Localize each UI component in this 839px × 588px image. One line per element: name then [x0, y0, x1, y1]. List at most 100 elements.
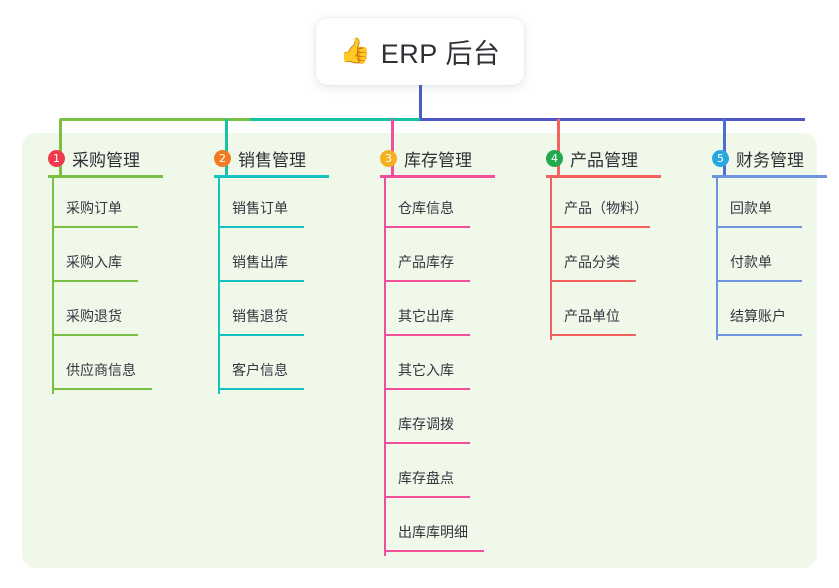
leaf-label: 回款单 — [730, 200, 772, 216]
leaf-spine — [52, 340, 54, 394]
leaf-label: 销售订单 — [232, 200, 288, 216]
column-badge-5: 5 — [712, 149, 729, 167]
column-badge-4: 4 — [546, 149, 563, 167]
leaf-item[interactable]: 销售退货 — [202, 286, 332, 340]
leaf-label: 采购订单 — [66, 200, 122, 216]
leaf-underline — [384, 334, 470, 336]
leaf-label: 库存盘点 — [398, 470, 454, 486]
leaf-underline — [716, 280, 802, 282]
leaf-underline — [218, 334, 304, 336]
leaf-label: 销售出库 — [232, 254, 288, 270]
leaf-item[interactable]: 结算账户 — [700, 286, 830, 340]
leaf-item[interactable]: 产品单位 — [534, 286, 664, 340]
leaf-item[interactable]: 出库库明细 — [368, 502, 498, 556]
leaf-item[interactable]: 客户信息 — [202, 340, 332, 394]
leaf-label: 产品库存 — [398, 254, 454, 270]
leaf-underline — [384, 442, 470, 444]
column-4: 4 产品管理产品（物料） 产品分类产品单位 — [534, 146, 661, 340]
leaf-label: 采购入库 — [66, 254, 122, 270]
leaf-label: 其它出库 — [398, 308, 454, 324]
column-title-2: 销售管理 — [238, 150, 306, 170]
column-underline-2 — [214, 175, 329, 178]
leaf-underline — [384, 226, 470, 228]
thumbs-up-icon: 👍 — [339, 37, 371, 65]
column-1: 1 采购管理采购订单采购入库采购退货供应商信息 — [36, 146, 163, 394]
leaf-underline — [52, 280, 138, 282]
column-title-1: 采购管理 — [72, 150, 140, 170]
leaf-spine — [550, 286, 552, 340]
column-title-3: 库存管理 — [404, 150, 472, 170]
leaf-label: 其它入库 — [398, 362, 454, 378]
column-underline-3 — [380, 175, 495, 178]
column-title-4: 产品管理 — [570, 150, 638, 170]
leaf-label: 产品单位 — [564, 308, 620, 324]
leaf-spine — [384, 232, 386, 286]
leaf-item[interactable]: 销售订单 — [202, 178, 332, 232]
column-underline-5 — [712, 175, 827, 178]
leaf-label: 付款单 — [730, 254, 772, 270]
leaf-item[interactable]: 回款单 — [700, 178, 830, 232]
leaf-item[interactable]: 其它出库 — [368, 286, 498, 340]
leaf-item[interactable]: 产品（物料） — [534, 178, 664, 232]
leaf-item[interactable]: 其它入库 — [368, 340, 498, 394]
leaf-spine — [218, 178, 220, 232]
column-underline-1 — [48, 175, 163, 178]
diagram-background-panel — [22, 133, 817, 568]
leaf-underline — [384, 280, 470, 282]
leaf-underline — [52, 388, 152, 390]
leaf-item[interactable]: 采购退货 — [36, 286, 166, 340]
leaf-label: 产品分类 — [564, 254, 620, 270]
leaf-underline — [384, 388, 470, 390]
leaf-label: 供应商信息 — [66, 362, 136, 378]
leaf-underline — [218, 388, 304, 390]
leaf-item[interactable]: 采购入库 — [36, 232, 166, 286]
leaf-label: 结算账户 — [730, 308, 786, 324]
leaf-underline — [52, 334, 138, 336]
leaf-underline — [384, 550, 484, 552]
leaf-spine — [716, 286, 718, 340]
leaf-spine — [550, 232, 552, 286]
leaf-label: 库存调拨 — [398, 416, 454, 432]
leaf-item[interactable]: 采购订单 — [36, 178, 166, 232]
leaf-spine — [384, 340, 386, 394]
leaf-spine — [550, 178, 552, 232]
column-badge-1: 1 — [48, 149, 65, 167]
leaf-item[interactable]: 库存盘点 — [368, 448, 498, 502]
leaf-item[interactable]: 销售出库 — [202, 232, 332, 286]
column-underline-4 — [546, 175, 661, 178]
leaf-item[interactable]: 付款单 — [700, 232, 830, 286]
leaf-item[interactable]: 仓库信息 — [368, 178, 498, 232]
leaf-underline — [550, 226, 650, 228]
root-node[interactable]: 👍 ERP 后台 — [316, 18, 524, 85]
leaf-label: 仓库信息 — [398, 200, 454, 216]
leaf-label: 采购退货 — [66, 308, 122, 324]
column-header-2[interactable]: 2 销售管理 — [202, 146, 306, 170]
leaf-item[interactable]: 库存调拨 — [368, 394, 498, 448]
leaf-spine — [218, 286, 220, 340]
leaf-underline — [550, 334, 636, 336]
leaf-spine — [52, 286, 54, 340]
leaf-label: 出库库明细 — [398, 524, 468, 540]
leaf-underline — [218, 226, 304, 228]
column-2: 2 销售管理销售订单销售出库销售退货客户信息 — [202, 146, 329, 394]
leaf-item[interactable]: 产品库存 — [368, 232, 498, 286]
leaf-spine — [384, 178, 386, 232]
column-header-4[interactable]: 4 产品管理 — [534, 146, 638, 170]
column-header-1[interactable]: 1 采购管理 — [36, 146, 140, 170]
column-badge-2: 2 — [214, 149, 231, 167]
leaf-underline — [52, 226, 138, 228]
leaf-spine — [384, 394, 386, 448]
leaf-label: 客户信息 — [232, 362, 288, 378]
leaf-label: 销售退货 — [232, 308, 288, 324]
leaf-underline — [716, 334, 802, 336]
leaf-item[interactable]: 供应商信息 — [36, 340, 166, 394]
leaf-item[interactable]: 产品分类 — [534, 232, 664, 286]
leaf-underline — [716, 226, 802, 228]
leaf-spine — [52, 178, 54, 232]
leaf-spine — [218, 232, 220, 286]
